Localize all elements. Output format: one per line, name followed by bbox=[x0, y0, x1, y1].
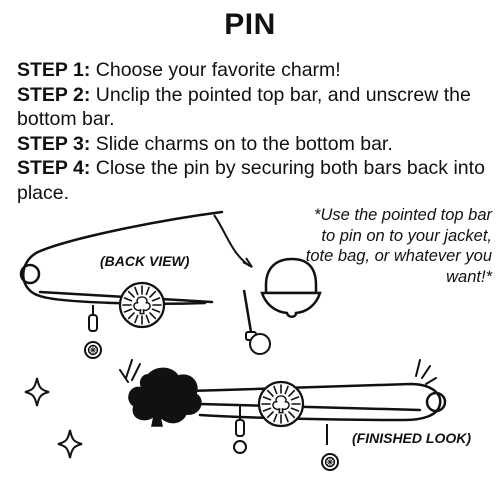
instructions: STEP 1: Choose your favorite charm! STEP… bbox=[17, 58, 487, 205]
gem-charm-icon bbox=[84, 341, 102, 359]
step-3-label: STEP 3: bbox=[17, 132, 91, 155]
step-4-label: STEP 4: bbox=[17, 157, 91, 179]
safety-pin-icon bbox=[22, 210, 224, 305]
clasp-head-icon bbox=[260, 257, 322, 318]
sparkle-icon bbox=[57, 429, 83, 459]
sparkle-icon bbox=[119, 359, 141, 383]
step-4-text: Close the pin by securing both bars back… bbox=[17, 157, 485, 204]
pin-coil-icon bbox=[19, 263, 41, 285]
page-title: PIN bbox=[224, 8, 276, 41]
trefoil-charm-icon bbox=[128, 367, 202, 427]
detached-bar-icon bbox=[242, 289, 254, 339]
step-1-text: Choose your favorite charm! bbox=[95, 59, 341, 81]
step-4: STEP 4: Close the pin by securing both b… bbox=[17, 156, 487, 205]
sparkle-icon bbox=[415, 359, 437, 385]
sparkle-icon bbox=[24, 377, 50, 407]
gem-charm-icon bbox=[321, 453, 339, 471]
finished-look-charms bbox=[128, 367, 339, 471]
bead-charm-icon bbox=[233, 440, 247, 454]
screw-cap-icon bbox=[249, 333, 271, 355]
step-1: STEP 1: Choose your favorite charm! bbox=[17, 58, 487, 83]
step-2-text: Unclip the pointed top bar, and unscrew … bbox=[17, 83, 471, 131]
step-2-label: STEP 2: bbox=[17, 83, 91, 106]
finished-look-label: (FINISHED LOOK) bbox=[352, 430, 471, 446]
step-3-text: Slide charms on to the bottom bar. bbox=[95, 132, 393, 155]
sunburst-charm-icon bbox=[120, 283, 164, 327]
sunburst-charm-icon bbox=[259, 382, 303, 426]
usage-note: *Use the pointed top bar to pin on to yo… bbox=[305, 206, 492, 286]
back-view-charms bbox=[84, 283, 271, 359]
step-3: STEP 3: Slide charms on to the bottom ba… bbox=[17, 132, 487, 157]
arrow-icon bbox=[213, 214, 251, 267]
step-2: STEP 2: Unclip the pointed top bar, and … bbox=[17, 83, 487, 132]
step-1-label: STEP 1: bbox=[17, 59, 91, 81]
back-view-label: (BACK VIEW) bbox=[100, 253, 190, 269]
